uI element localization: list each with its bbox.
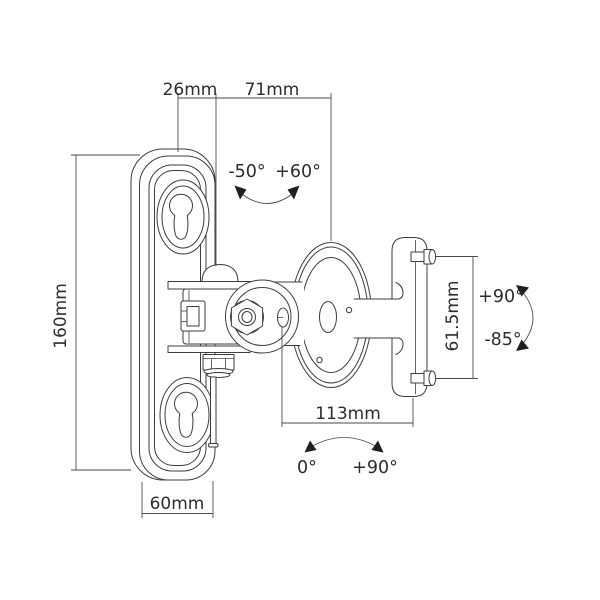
arm-joint-assembly bbox=[167, 264, 253, 448]
rotation-arrow-right bbox=[371, 440, 384, 453]
dim-label-160mm: 160mm bbox=[51, 283, 71, 349]
mounting-peg-bottom bbox=[410, 370, 437, 386]
hinge-lobe bbox=[225, 279, 304, 354]
hex-nut bbox=[202, 354, 235, 378]
dim-label-26mm: 26mm bbox=[163, 80, 218, 100]
dim-label-113mm: 113mm bbox=[315, 404, 381, 424]
disc-screw-hole-top bbox=[345, 306, 353, 314]
monitor-bracket bbox=[353, 237, 437, 397]
angle-label-plus90-tilt: +90° bbox=[478, 287, 524, 307]
threaded-rod bbox=[208, 376, 219, 448]
clamp-bracket bbox=[180, 300, 206, 332]
rotation-arc bbox=[308, 437, 380, 449]
dimension-lines bbox=[71, 93, 478, 518]
disc-screw-hole-bottom bbox=[316, 356, 323, 364]
keyhole-boss-top bbox=[156, 179, 210, 255]
keyhole-slot-top bbox=[169, 193, 193, 240]
angle-label-plus60: +60° bbox=[275, 162, 321, 182]
dim-label-60mm: 60mm bbox=[150, 494, 205, 514]
swivel-arrow-right bbox=[287, 185, 300, 200]
bottom-flange bbox=[167, 345, 251, 353]
tilt-arrow-down bbox=[516, 339, 529, 351]
labels: 26mm 71mm 160mm 60mm 113mm 61.5mm -50° +… bbox=[51, 80, 524, 514]
keyhole-boss-bottom bbox=[159, 377, 215, 453]
disc-center-hole bbox=[319, 301, 337, 333]
angle-label-0: 0° bbox=[297, 458, 317, 478]
swivel-arrow-left bbox=[234, 185, 247, 200]
rotation-arcs bbox=[234, 185, 534, 453]
keyhole-slot-bottom bbox=[174, 391, 198, 438]
disc-holes bbox=[316, 301, 353, 364]
angle-label-plus90-rotation: +90° bbox=[352, 458, 398, 478]
angle-label-minus85: -85° bbox=[484, 330, 521, 350]
dim-label-61-5mm: 61.5mm bbox=[443, 281, 463, 352]
mounting-peg-top bbox=[410, 249, 437, 265]
angle-label-minus50: -50° bbox=[228, 162, 265, 182]
swivel-arc bbox=[236, 189, 298, 204]
tilt-arrow-up bbox=[516, 285, 529, 297]
dim-label-71mm: 71mm bbox=[245, 80, 300, 100]
rotation-arrow-left bbox=[304, 440, 317, 453]
